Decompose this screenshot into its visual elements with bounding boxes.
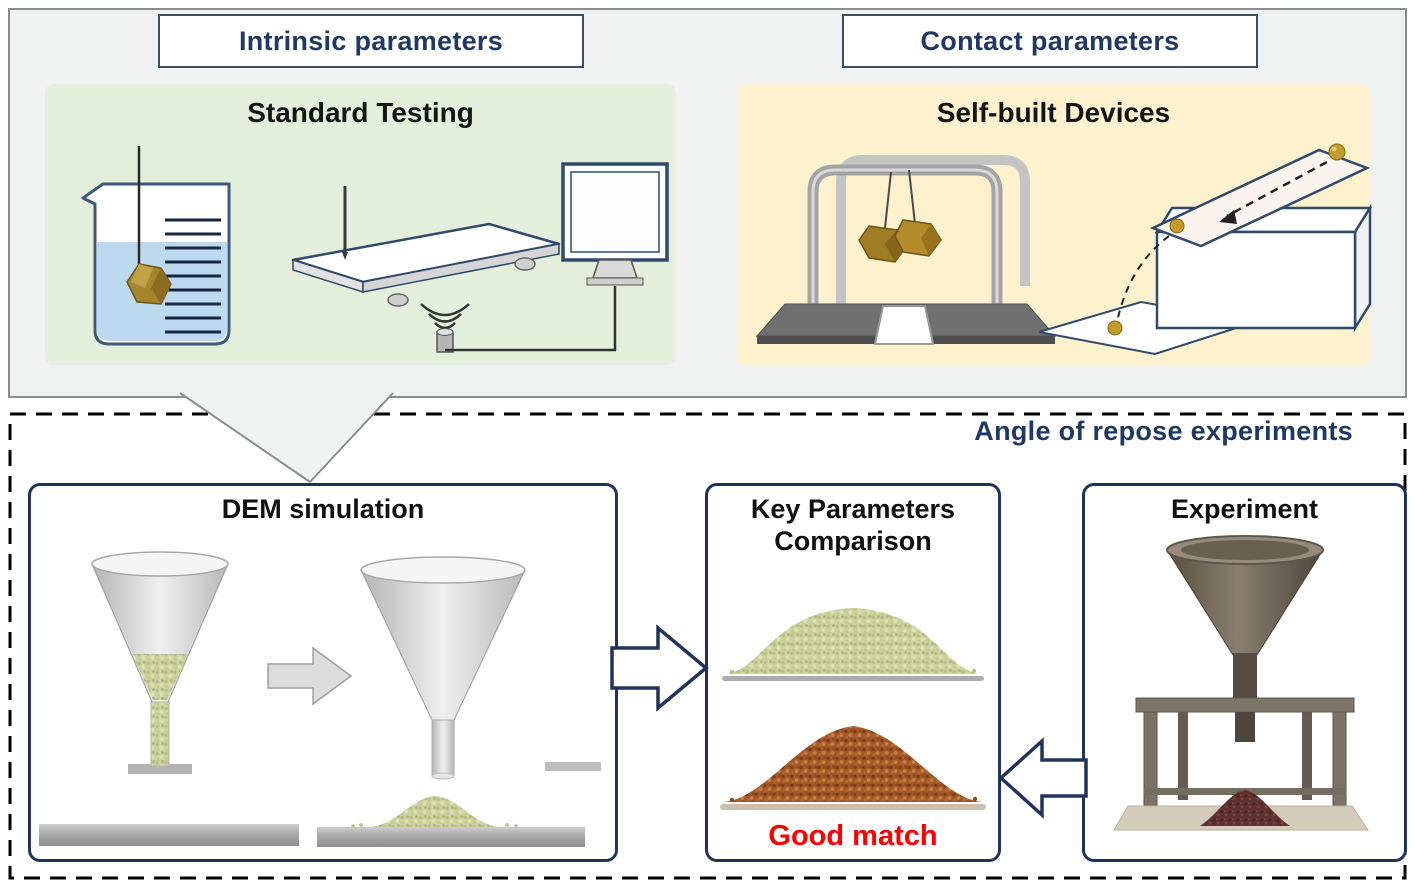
monitor-icon: [561, 162, 669, 286]
flow-arrow-right-icon: [610, 624, 709, 712]
incline-device-icon: [1038, 143, 1373, 356]
self-built-illustration: [755, 143, 1373, 356]
good-match-text: Good match: [768, 819, 938, 852]
contact-parameters-label: Contact parameters: [842, 14, 1258, 68]
intrinsic-parameters-text: Intrinsic parameters: [238, 25, 504, 56]
intrinsic-parameters-label: Intrinsic parameters: [158, 14, 584, 68]
comparison-title: Key Parameters Comparison: [708, 486, 998, 558]
self-built-devices-title: Self-built Devices: [936, 97, 1171, 128]
beaker-sample-icon: [81, 146, 231, 346]
dem-transfer-arrow-icon: [267, 646, 353, 706]
dem-side-ledge: [545, 762, 601, 771]
comparison-panel: Key Parameters Comparison Good match: [705, 483, 1001, 862]
experiment-panel: Experiment: [1082, 483, 1407, 862]
self-built-devices-panel: Self-built Devices: [737, 84, 1373, 365]
sensor-wire: [445, 286, 617, 352]
contact-parameters-text: Contact parameters: [920, 25, 1180, 56]
dem-title: DEM simulation: [221, 494, 425, 524]
comparison-title-line1: Key Parameters: [750, 494, 956, 524]
standard-testing-panel: Standard Testing: [45, 84, 676, 365]
comparison-title-line2: Comparison: [774, 525, 932, 556]
dem-illustration: [39, 551, 601, 847]
flow-arrow-left-icon: [998, 737, 1088, 819]
standard-testing-title: Standard Testing: [247, 97, 474, 128]
funnel-connector: [179, 392, 394, 483]
dem-ground-right: [317, 827, 585, 847]
experimental-pile-icon: [720, 725, 986, 810]
dem-funnel-empty-icon: [360, 556, 526, 780]
dem-particle-pile: [351, 796, 518, 828]
tilt-table-icon: [291, 186, 561, 353]
dem-funnel-filled-icon: [91, 551, 229, 774]
experiment-title: Experiment: [1170, 494, 1319, 524]
standard-testing-illustration: [81, 146, 669, 353]
experiment-apparatus-icon: [1112, 534, 1369, 831]
simulated-pile-icon: [722, 607, 984, 681]
dem-ground-left: [39, 824, 299, 846]
dem-panel: DEM simulation: [28, 483, 618, 862]
pendulum-device-icon: [755, 155, 1057, 345]
angle-of-repose-title: Angle of repose experiments: [974, 416, 1353, 446]
